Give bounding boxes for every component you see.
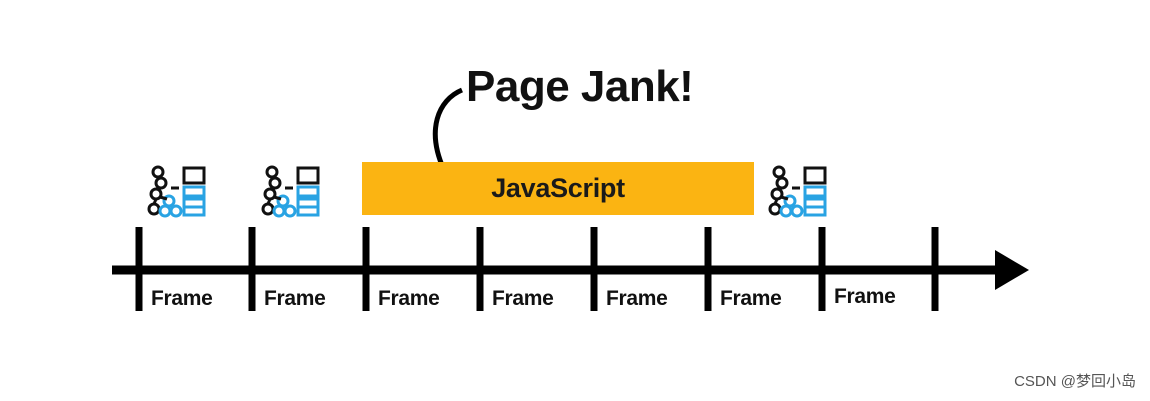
render-pipeline-icon xyxy=(768,165,827,218)
frame-tick xyxy=(590,227,598,311)
frame-tick xyxy=(476,227,484,311)
frame-ticks xyxy=(135,227,939,311)
frame-label: Frame xyxy=(378,287,440,310)
frame-label: Frame xyxy=(834,285,896,308)
frame-tick xyxy=(135,227,143,311)
javascript-label: JavaScript xyxy=(491,173,625,203)
frame-tick xyxy=(818,227,826,311)
page-jank-callout: Page Jank! xyxy=(466,62,694,111)
timeline-arrowhead xyxy=(995,250,1029,290)
frame-tick xyxy=(248,227,256,311)
watermark: CSDN @梦回小岛 xyxy=(1014,373,1136,390)
javascript-bar: JavaScript xyxy=(362,162,754,215)
frame-tick xyxy=(362,227,370,311)
frame-label: Frame xyxy=(720,287,782,310)
frame-label: Frame xyxy=(606,287,668,310)
render-icons xyxy=(147,165,827,218)
callout-arrow xyxy=(432,87,464,172)
frame-label: Frame xyxy=(492,287,554,310)
frame-label: Frame xyxy=(151,287,213,310)
frame-label: Frame xyxy=(264,287,326,310)
render-pipeline-icon xyxy=(261,165,320,218)
frame-tick xyxy=(931,227,939,311)
render-pipeline-icon xyxy=(147,165,206,218)
frame-tick xyxy=(704,227,712,311)
